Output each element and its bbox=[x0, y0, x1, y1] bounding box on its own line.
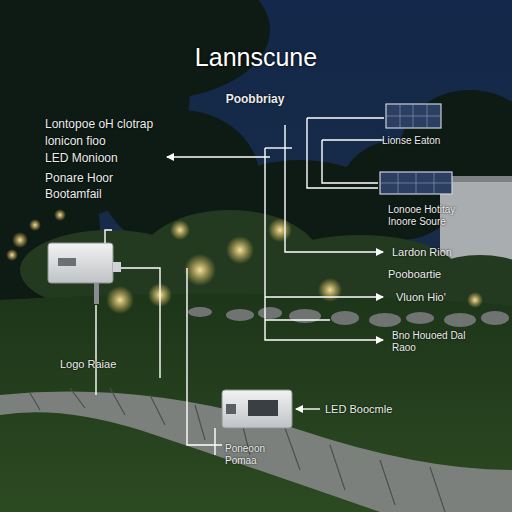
callout-label: Poobbriay bbox=[195, 92, 315, 106]
led-driver-box bbox=[222, 390, 292, 428]
stone-path bbox=[0, 392, 512, 512]
rocks bbox=[188, 307, 509, 327]
lawn bbox=[0, 294, 512, 512]
callout-label: Lonooe Hotitay Inoore Soure bbox=[388, 204, 483, 228]
path-joints bbox=[30, 388, 445, 512]
callout-label: Bootamfail bbox=[45, 187, 155, 201]
callout-label: Ponare Hoor bbox=[45, 171, 155, 185]
controller-box bbox=[48, 243, 121, 304]
callout-label: LED Monioon bbox=[45, 151, 155, 165]
callout-label: Lardon Rion bbox=[392, 246, 492, 259]
callout-label: Poneoon Pomaa bbox=[225, 443, 285, 467]
diagram-title: Lannscune bbox=[0, 42, 512, 72]
callout-label: Pooboartie bbox=[388, 268, 488, 281]
tree-silhouettes bbox=[0, 0, 512, 320]
callout-label: Lionse Eaton bbox=[382, 135, 482, 147]
callout-label: Bno Houoed Dal Raoo bbox=[392, 330, 474, 354]
callout-label: lonicon fioo bbox=[45, 134, 155, 148]
callout-label: LED Boocmle bbox=[325, 403, 435, 416]
callout-label: Lontopoe oH clotrap bbox=[45, 117, 195, 131]
callout-label: Vluon Hio' bbox=[396, 291, 496, 304]
callout-label: Logo Raiae bbox=[60, 358, 160, 371]
solar-panel bbox=[380, 104, 452, 194]
